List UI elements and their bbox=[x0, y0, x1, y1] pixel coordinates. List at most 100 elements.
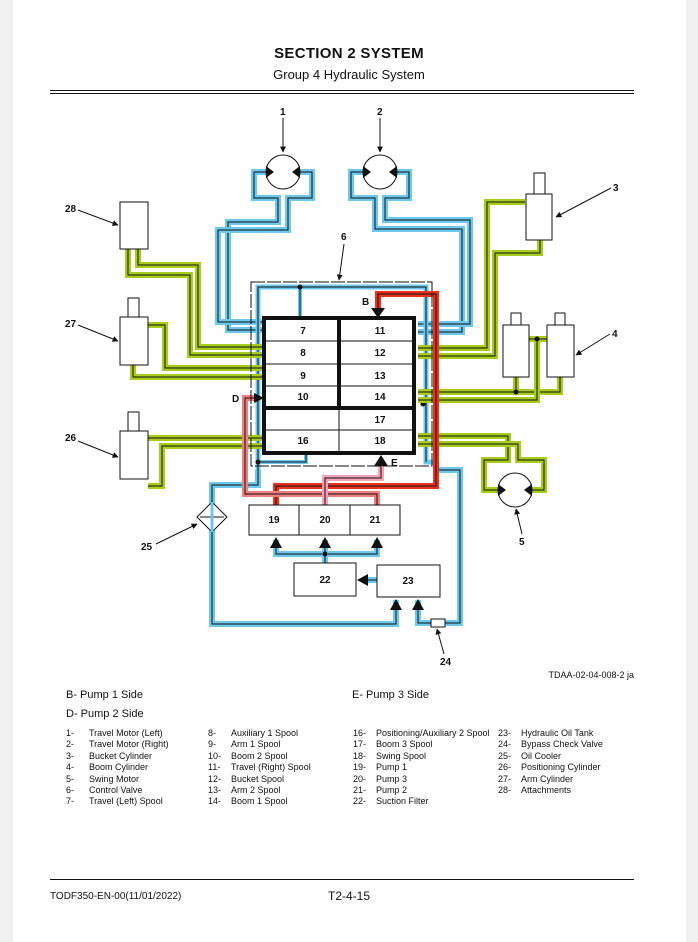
callout-1: 1 bbox=[280, 107, 286, 118]
legend-item-text: Bypass Check Valve bbox=[521, 739, 603, 750]
port-d-arrow bbox=[254, 393, 264, 403]
pump-21-label: 21 bbox=[369, 515, 381, 526]
legend-item: 4-Boom Cylinder bbox=[66, 762, 169, 773]
spool-12: 12 bbox=[374, 348, 386, 359]
legend-item-text: Control Valve bbox=[89, 785, 143, 796]
legend-item-number: 14- bbox=[208, 796, 222, 807]
callout-leaders bbox=[77, 118, 612, 655]
port-e-label: E bbox=[391, 458, 398, 469]
attachment-line bbox=[125, 249, 262, 358]
travel-motor-right bbox=[362, 154, 398, 190]
legend-item-number: 13- bbox=[208, 785, 222, 796]
port-b-label: B bbox=[362, 297, 369, 308]
legend-item-number: 8- bbox=[208, 728, 217, 738]
legend-item-text: Boom 2 Spool bbox=[231, 750, 288, 761]
bucket-cylinder-line bbox=[418, 199, 543, 359]
legend-item-number: 22- bbox=[353, 796, 367, 807]
callout-5: 5 bbox=[519, 537, 525, 548]
legend-item-text: Positioning Cylinder bbox=[521, 762, 601, 773]
legend-item-number: 27- bbox=[498, 773, 512, 784]
legend-item-number: 3- bbox=[66, 750, 75, 761]
spool-9: 9 bbox=[300, 371, 306, 382]
callout-3: 3 bbox=[613, 183, 619, 194]
legend-item-number: 5- bbox=[66, 773, 75, 784]
spool-7: 7 bbox=[300, 326, 306, 337]
spool-13: 13 bbox=[374, 371, 386, 382]
legend-item-text: Suction Filter bbox=[376, 796, 429, 807]
swing-motor bbox=[497, 472, 533, 508]
legend-item-number: 28- bbox=[498, 785, 512, 796]
legend-item-text: Positioning/Auxiliary 2 Spool bbox=[376, 728, 490, 738]
pressure-lines bbox=[242, 291, 439, 505]
spool-17: 17 bbox=[374, 415, 386, 426]
legend-item-number: 19- bbox=[353, 762, 367, 773]
legend-column-2: 8- Auxiliary 1 Spool 9- Arm 1 Spool 10- Boom … bbox=[208, 728, 311, 808]
pump1-line bbox=[273, 291, 439, 505]
section-title: SECTION 2 SYSTEM bbox=[274, 45, 424, 62]
legend-item: 7-Travel (Left) Spool bbox=[66, 796, 169, 807]
boom-cylinder-line bbox=[418, 336, 563, 403]
legend-item-text: Arm 2 Spool bbox=[231, 785, 281, 796]
legend-item-text: Pump 3 bbox=[376, 773, 408, 784]
positioning-cylinder bbox=[119, 411, 149, 480]
pump2-line bbox=[242, 395, 380, 505]
legend-item-text: Auxiliary 1 Spool bbox=[231, 728, 299, 738]
legend-item-text: Travel Motor (Left) bbox=[89, 728, 163, 738]
legend-item-number: 25- bbox=[498, 750, 512, 761]
pump3-line bbox=[322, 466, 384, 505]
arm-cylinder-line bbox=[130, 322, 262, 380]
legend-item: 6- Control Valve bbox=[66, 785, 169, 796]
legend-item: 21-Pump 2 bbox=[353, 785, 490, 796]
spool-14: 14 bbox=[374, 392, 386, 403]
attachments-block bbox=[119, 201, 149, 250]
legend-item-text: Arm 1 Spool bbox=[231, 739, 281, 750]
legend-item: 24- Bypass Check Valve bbox=[498, 739, 603, 750]
callout-26: 26 bbox=[65, 433, 77, 444]
callout-2: 2 bbox=[377, 107, 383, 118]
legend-item: 17-Boom 3 Spool bbox=[353, 739, 490, 750]
valve-spool-labels: 7 8 9 10 11 12 13 14 16 17 18 19 20 21 2… bbox=[268, 326, 414, 587]
legend-item: 10- Boom 2 Spool bbox=[208, 751, 311, 762]
legend-item-text: Bucket Spool bbox=[231, 773, 285, 784]
legend-item: 16- Positioning/Auxiliary 2 Spool bbox=[353, 728, 490, 739]
legend-item-number: 7- bbox=[66, 796, 75, 807]
tank-return-arrow-1 bbox=[390, 599, 402, 610]
legend-item-number: 10- bbox=[208, 750, 222, 761]
legend-item-text: Boom 3 Spool bbox=[376, 739, 433, 750]
legend-item: 26-Positioning Cylinder bbox=[498, 762, 603, 773]
legend-item-text: Attachments bbox=[521, 785, 572, 796]
legend-pump1-side: B- Pump 1 Side bbox=[66, 689, 144, 701]
legend-item-text: Travel (Right) Spool bbox=[231, 762, 311, 773]
legend-item: 11-Travel (Right) Spool bbox=[208, 762, 311, 773]
legend-item-number: 6- bbox=[66, 785, 75, 796]
legend-item-number: 16- bbox=[353, 728, 367, 738]
legend-item-number: 9- bbox=[208, 739, 217, 750]
hydraulic-tank-box bbox=[376, 564, 441, 598]
pump-block bbox=[248, 504, 401, 536]
legend-item-number: 18- bbox=[353, 750, 367, 761]
legend-pump3-side: E- Pump 3 Side bbox=[352, 689, 430, 701]
legend-item-number: 2- bbox=[66, 739, 75, 750]
legend-item: 1-Travel Motor (Left) bbox=[66, 728, 169, 739]
legend-column-1: 1-Travel Motor (Left)2- Travel Motor (Rig… bbox=[66, 728, 169, 808]
legend-pump2-side: D- Pump 2 Side bbox=[66, 708, 144, 720]
legend-item: 23-Hydraulic Oil Tank bbox=[498, 728, 603, 739]
header-rule-top bbox=[50, 90, 634, 91]
legend-item-text: Swing Spool bbox=[376, 750, 427, 761]
travel-right-line bbox=[348, 169, 473, 335]
callout-27: 27 bbox=[65, 319, 77, 330]
tank-return-arrow-2 bbox=[412, 599, 424, 610]
legend-item-text: Travel Motor (Right) bbox=[89, 739, 169, 750]
legend-item-number: 24- bbox=[498, 739, 512, 750]
pump-19-label: 19 bbox=[268, 515, 280, 526]
legend-item-number: 23- bbox=[498, 728, 512, 738]
legend-item-number: 12- bbox=[208, 773, 222, 784]
legend-item-number: 4- bbox=[66, 762, 75, 773]
control-valve-outline bbox=[250, 281, 433, 467]
tank-label: 23 bbox=[402, 576, 414, 587]
figure-id: TDAA-02-04-008-2 ja bbox=[548, 670, 634, 680]
callout-6: 6 bbox=[341, 232, 347, 243]
boom-cylinder-right bbox=[546, 312, 575, 378]
